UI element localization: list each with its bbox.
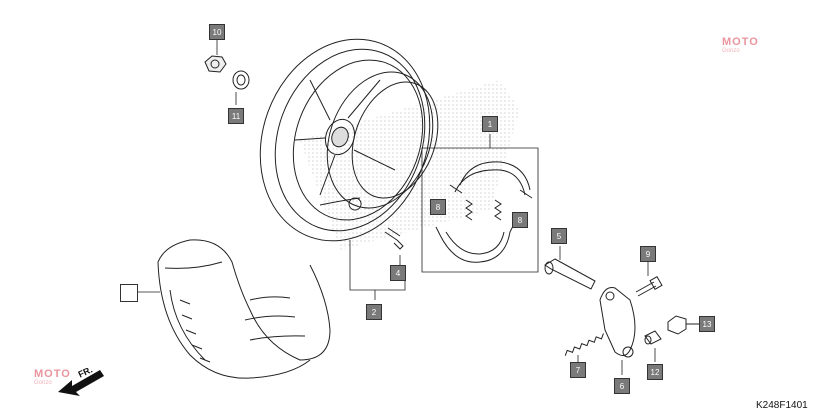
callout-7: 7 xyxy=(570,362,586,378)
brake-cam xyxy=(544,258,596,290)
diagram-code: K248F1401 xyxy=(756,400,808,411)
callout-5: 5 xyxy=(551,228,567,244)
nut-washer xyxy=(204,55,250,90)
brake-shoes xyxy=(435,161,533,263)
callout-10: 10 xyxy=(209,24,225,40)
valve-stem xyxy=(384,227,404,250)
watermark-bottom: MOTO Gonzo xyxy=(34,368,71,386)
callout-bracket-1 xyxy=(421,134,539,273)
callout-6: 6 xyxy=(614,378,630,394)
callout-12: 12 xyxy=(647,364,663,380)
adjust-nut xyxy=(667,315,700,335)
watermark-top: MOTO Gonzo xyxy=(722,36,759,54)
front-arrow-icon xyxy=(58,370,104,396)
callout-8a: 8 xyxy=(430,199,446,215)
callout-13: 13 xyxy=(699,316,715,332)
brake-springs xyxy=(465,199,502,221)
callout-2: 2 xyxy=(366,304,382,320)
pivot-pin xyxy=(644,330,662,345)
callout-blank xyxy=(120,284,138,302)
tire xyxy=(157,239,331,379)
callout-9: 9 xyxy=(640,246,656,262)
callout-11: 11 xyxy=(228,108,244,124)
dot-shading xyxy=(300,80,520,250)
bolt xyxy=(635,275,663,297)
callout-1: 1 xyxy=(482,116,498,132)
brake-arm xyxy=(599,287,636,358)
rear-wheel xyxy=(259,38,439,242)
callout-8b: 8 xyxy=(512,212,528,228)
return-spring xyxy=(564,333,604,356)
callout-bracket-2 xyxy=(349,240,406,300)
callout-4: 4 xyxy=(390,265,406,281)
